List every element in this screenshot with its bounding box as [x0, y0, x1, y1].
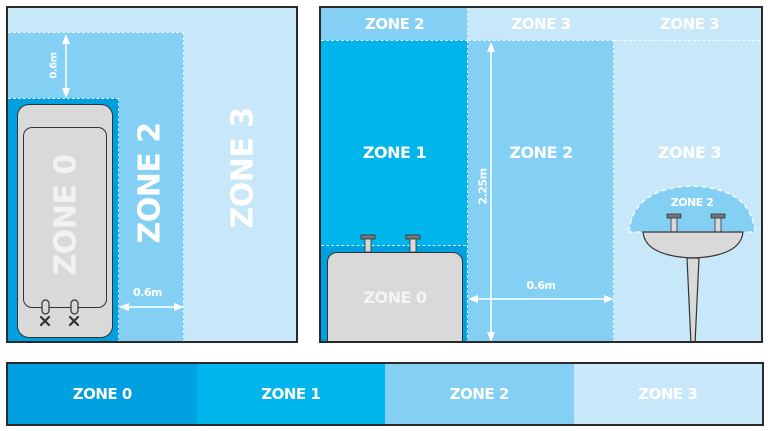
elevation-view-panel: ZONE 2 ZONE 3 ZONE 3 ZONE 1 ZONE 2 ZONE … — [319, 6, 763, 343]
elev-top-zone-2-area — [321, 8, 468, 40]
plan-view-panel: ZONE 0 ZONE 2 ZONE 3 0.6m 0.6m — [6, 6, 298, 343]
plan-zone-3-label: ZONE 3 — [225, 107, 261, 229]
basin-icon — [642, 213, 744, 341]
elev-zone-3-boundary — [614, 40, 761, 41]
zone-legend: ZONE 0 ZONE 1 ZONE 2 ZONE 3 — [6, 362, 764, 426]
legend-zone-1: ZONE 1 — [196, 364, 385, 424]
dim-arrow-width-icon — [468, 295, 614, 303]
plan-dim-top-label: 0.6m — [48, 52, 60, 79]
elev-zone-1-label: ZONE 1 — [362, 143, 427, 162]
legend-zone-1-label: ZONE 1 — [261, 385, 321, 403]
elev-zone-2-label: ZONE 2 — [509, 143, 573, 162]
legend-zone-0: ZONE 0 — [8, 364, 197, 424]
legend-zone-0-label: ZONE 0 — [72, 385, 133, 403]
bath-taps-side-icon — [360, 234, 421, 253]
elev-dim-height-label: 2.25m — [476, 168, 490, 205]
plan-dim-side-label: 0.6m — [133, 286, 162, 299]
plan-zone-0-label: ZONE 0 — [48, 154, 84, 276]
elev-top-zone-2-label: ZONE 2 — [364, 15, 425, 33]
legend-zone-3: ZONE 3 — [573, 364, 762, 424]
elev-top-zone-3-label-b: ZONE 3 — [659, 15, 720, 33]
plan-zone-2-label: ZONE 2 — [132, 122, 168, 244]
dim-arrow-horizontal-icon — [119, 303, 184, 311]
legend-zone-3-label: ZONE 3 — [638, 385, 698, 403]
basin-zone-2-dome — [628, 185, 756, 233]
legend-zone-2-label: ZONE 2 — [449, 385, 510, 403]
dim-arrow-vertical-icon — [62, 34, 70, 98]
basin-zone-2-label: ZONE 2 — [670, 196, 714, 209]
dim-arrow-height-icon — [487, 42, 495, 341]
elev-top-zone-3-label-a: ZONE 3 — [511, 15, 571, 33]
elev-zone-2-area — [468, 40, 614, 341]
elev-zone-3-label: ZONE 3 — [657, 143, 722, 162]
elev-dim-width-label: 0.6m — [526, 279, 556, 292]
bath-inner — [23, 127, 107, 308]
elev-zone-0-label: ZONE 0 — [363, 288, 427, 307]
bath-side — [327, 252, 463, 341]
bath-taps-icon — [39, 299, 80, 327]
legend-zone-2: ZONE 2 — [385, 364, 574, 424]
